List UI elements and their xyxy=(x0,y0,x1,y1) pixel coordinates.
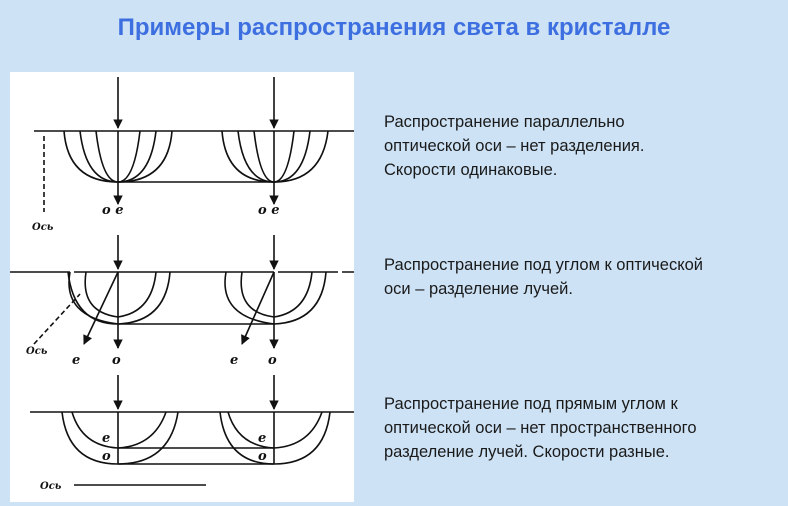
ray-label: o xyxy=(268,353,277,368)
crystal-diagram-svg: o e o e Ось e o e o Ось e o e o Ось xyxy=(10,77,354,492)
wavefront-o xyxy=(61,411,179,465)
panel-perpendicular xyxy=(30,375,354,486)
description-line: Распространение параллельно xyxy=(384,113,625,131)
description-line: оптической оси – нет пространственного xyxy=(384,419,697,437)
wavefront-e xyxy=(227,411,323,449)
wavefront-o xyxy=(219,411,331,465)
description-line: оптической оси – нет разделения. xyxy=(384,137,645,155)
wavefront xyxy=(84,271,157,318)
ray-label: o xyxy=(112,353,121,368)
description-parallel: Распространение параллельно оптической о… xyxy=(384,110,784,182)
ray-label: e xyxy=(230,353,238,368)
e-ray xyxy=(241,271,275,345)
description-line: Скорости одинаковые. xyxy=(384,161,558,179)
ray-label: o e xyxy=(258,203,279,218)
axis-label: Ось xyxy=(40,481,62,492)
wavefront-e xyxy=(71,411,167,449)
ray-label: e xyxy=(102,431,110,446)
description-angle: Распространение под углом к оптической о… xyxy=(384,253,784,301)
ray-label: o xyxy=(258,449,267,464)
wavefront xyxy=(221,130,329,183)
description-line: Распространение под углом к оптической xyxy=(384,256,704,274)
wavefront xyxy=(240,271,313,318)
description-perpendicular: Распространение под прямым углом к оптич… xyxy=(384,392,784,464)
panel-angle xyxy=(10,235,354,349)
axis-label: Ось xyxy=(26,346,48,357)
ray-label: e xyxy=(258,431,266,446)
wavefront xyxy=(67,271,119,325)
axis-label: Ось xyxy=(32,222,54,233)
panel-parallel xyxy=(34,77,354,212)
ray-label: o xyxy=(102,449,111,464)
description-line: оси – разделение лучей. xyxy=(384,280,573,298)
optical-axis xyxy=(33,293,81,345)
slide-title: Примеры распространения света в кристалл… xyxy=(117,14,671,41)
crystal-propagation-figure: o e o e Ось e o e o Ось e o e o Ось xyxy=(10,72,354,502)
e-ray xyxy=(83,271,119,345)
ray-label: e xyxy=(72,353,80,368)
description-line: Распространение под прямым углом к xyxy=(384,395,678,413)
description-line: разделение лучей. Скорости разные. xyxy=(384,443,670,461)
ray-label: o e xyxy=(102,203,123,218)
